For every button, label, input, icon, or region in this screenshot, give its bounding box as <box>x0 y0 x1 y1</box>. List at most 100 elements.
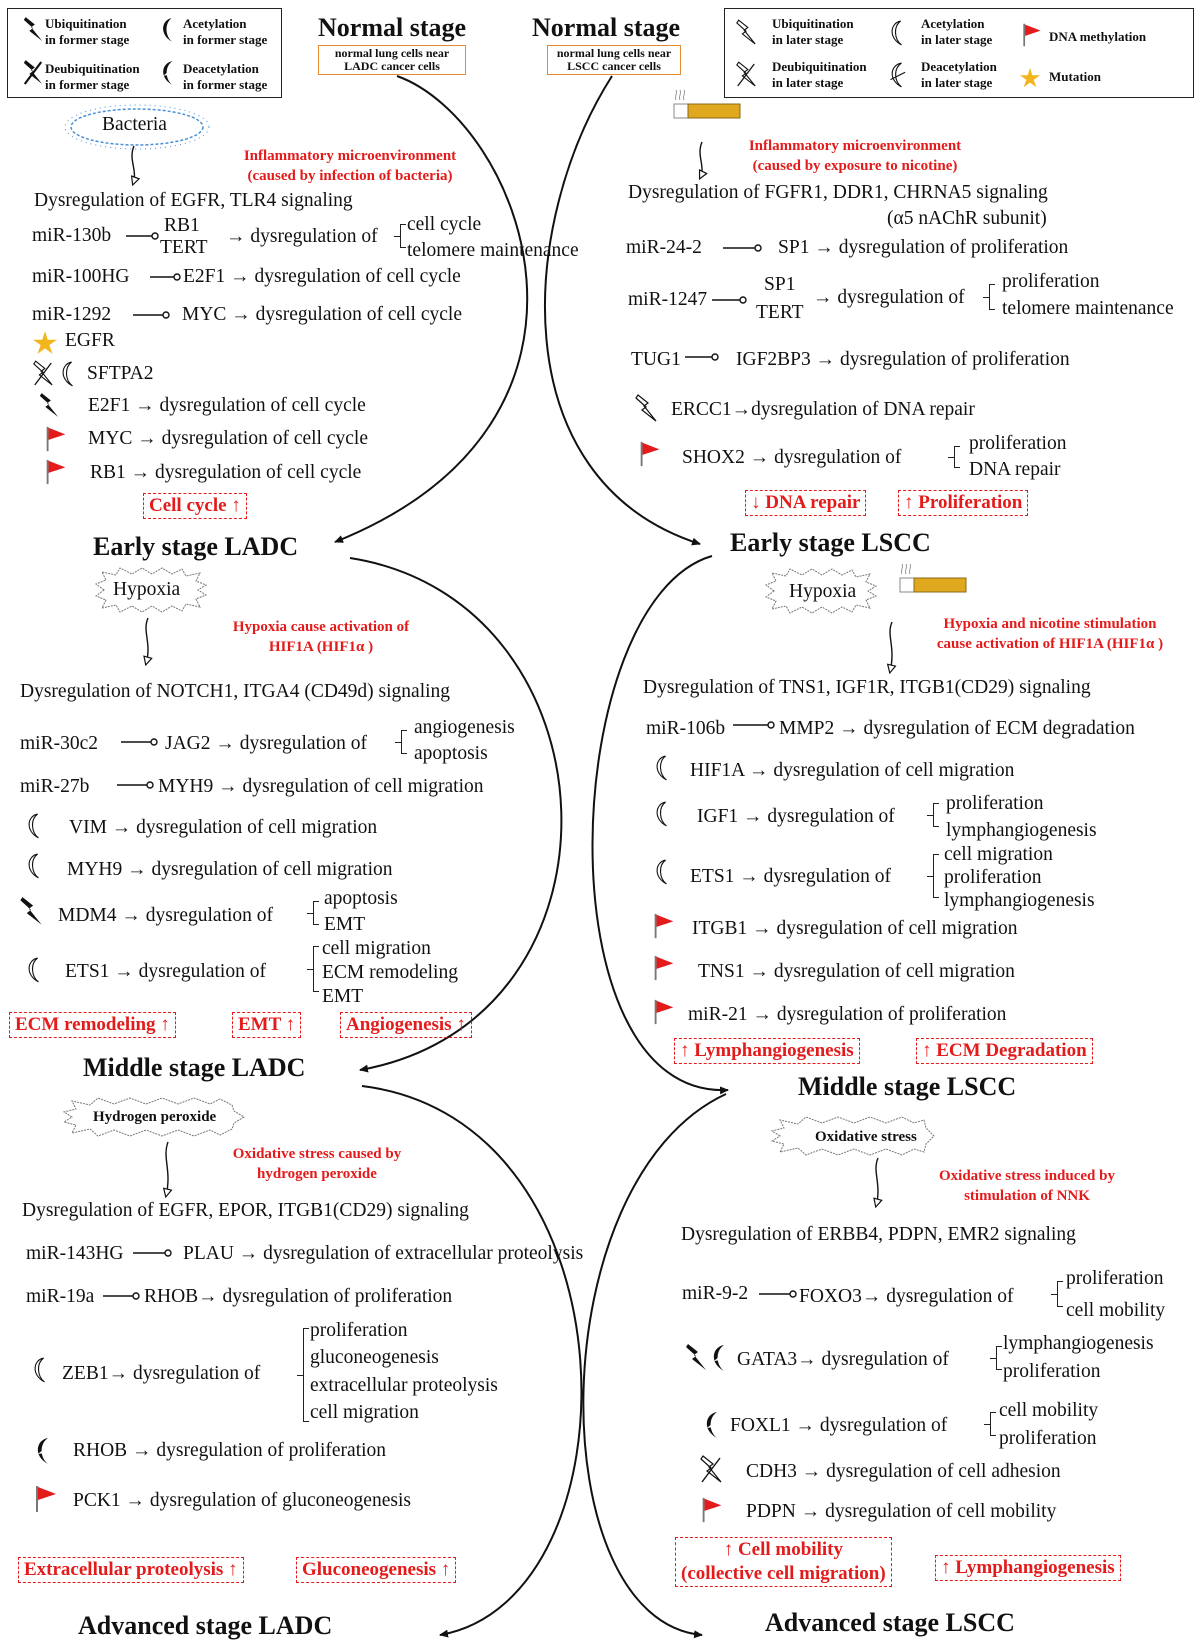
legend-label: in former stage <box>45 32 130 47</box>
q2-mir1247: miR-1247 <box>628 289 708 310</box>
q3-mdm4-a: apoptosis <box>324 888 398 909</box>
deacetylation-icon <box>706 1343 730 1373</box>
methylation-flag-icon <box>652 998 676 1026</box>
legend-label: Deubiquitination <box>45 61 140 76</box>
brace-nub <box>990 1358 996 1359</box>
q4-igf1-b: lymphangiogenesis <box>946 820 1097 841</box>
q6-foxl1-b: proliferation <box>999 1428 1097 1449</box>
brace-nub <box>984 1424 990 1425</box>
q2-tert: TERT <box>756 302 804 323</box>
methylation-flag-icon <box>652 954 676 982</box>
q3-angiogenesis: angiogenesis <box>414 717 515 738</box>
cell-label: LSCC cancer cells <box>567 59 661 73</box>
q4-signaling: Dysregulation of TNS1, IGF1R, ITGB1(CD29… <box>643 677 1091 698</box>
q6-foxo3-a: proliferation <box>1066 1268 1164 1289</box>
q3-mdm4-e: EMT <box>324 914 366 935</box>
ubiquitination-icon <box>18 896 44 928</box>
methylation-flag-icon <box>652 912 676 940</box>
q3-vim: VIM → dysregulation of cell migration <box>69 817 378 838</box>
note-line: cause activation of HIF1A (HIF1α ) <box>936 636 1164 652</box>
q4-tns1: TNS1 → dysregulation of cell migration <box>698 961 1015 982</box>
note-h2o2: Oxidative stress caused by hydrogen pero… <box>214 1144 420 1184</box>
brace-nub <box>1051 1294 1057 1295</box>
arrow-bacteria-down <box>132 145 134 184</box>
q1-sftpa2: SFTPA2 <box>87 363 154 384</box>
q6-signaling: Dysregulation of ERBB4, PDPN, EMR2 signa… <box>681 1224 1076 1245</box>
q4-igf1: IGF1 → dysregulation of <box>697 806 895 827</box>
hydrogen-peroxide-burst-icon <box>62 1097 245 1137</box>
note-hypoxia-right: Hypoxia and nicotine stimulation cause a… <box>910 614 1190 654</box>
legend-label: in later stage <box>772 75 844 90</box>
brace-nub <box>395 742 401 743</box>
q3-ets1-a: cell migration <box>322 938 431 959</box>
hypoxia-burst-icon <box>94 567 208 613</box>
q2-sp1: SP1 <box>764 274 796 295</box>
outcome-emt: EMT ↑ <box>232 1012 302 1038</box>
brace <box>1057 1281 1063 1307</box>
brace <box>933 803 939 827</box>
q1-mir1292-target: MYC → dysregulation of cell cycle <box>182 304 462 325</box>
legend-label: Deubiquitination <box>772 59 867 74</box>
mutation-star-icon <box>32 330 58 356</box>
note-line: Hypoxia and nicotine stimulation <box>943 616 1157 632</box>
hydrogen-peroxide-label: Hydrogen peroxide <box>93 1109 217 1125</box>
cigarette-icon <box>672 88 742 128</box>
q6-foxl1: FOXL1 → dysregulation of <box>730 1415 948 1436</box>
q1-cell-cycle: cell cycle <box>407 214 482 235</box>
acetylation-later-icon <box>885 19 907 47</box>
q3-ets1-c: EMT <box>322 986 364 1007</box>
advanced-stage-lscc: Advanced stage LSCC <box>765 1608 1015 1637</box>
methylation-flag-icon <box>700 1496 724 1524</box>
q6-gata3: GATA3→ dysregulation of <box>737 1349 949 1370</box>
outcome-line: (collective cell migration) <box>681 1563 886 1584</box>
brace <box>313 901 319 925</box>
note-line: Inflammatory microenvironment <box>243 148 457 164</box>
normal-cells-lscc-box: normal lung cells near LSCC cancer cells <box>547 45 681 75</box>
q3-apoptosis: apoptosis <box>414 743 488 764</box>
ubiquitination-icon <box>684 1343 708 1373</box>
q2-signaling-sub: (α5 nAChR subunit) <box>887 208 1047 229</box>
early-stage-ladc: Early stage LADC <box>93 532 299 561</box>
outcome-line: ↑ Cell mobility <box>723 1539 843 1560</box>
brace-nub <box>307 969 313 970</box>
outcome-gluconeogenesis: Gluconeogenesis ↑ <box>296 1557 457 1583</box>
acetylation-later-icon <box>650 858 672 886</box>
deacetylation-later-icon <box>885 61 907 89</box>
legend-label: in former stage <box>45 77 130 92</box>
legend-label: in former stage <box>183 32 268 47</box>
q4-hif1a: HIF1A → dysregulation of cell migration <box>690 760 1015 781</box>
legend-label: Deacetylation <box>921 59 997 74</box>
q5-pck1: PCK1 → dysregulation of gluconeogenesis <box>73 1490 411 1511</box>
arrow-oxidative-down <box>876 1157 878 1206</box>
note-line: stimulation of NNK <box>964 1188 1090 1204</box>
deubiquitination-icon <box>22 59 44 87</box>
normal-stage-left-title: Normal stage <box>318 13 467 42</box>
q1-e2f1: E2F1 → dysregulation of cell cycle <box>88 395 366 416</box>
cigarette-icon <box>898 562 968 602</box>
brace <box>400 224 406 248</box>
legend-label: Acetylation <box>921 16 985 31</box>
q4-ets1-c: lymphangiogenesis <box>944 890 1095 911</box>
q1-rb1-line: RB1 → dysregulation of cell cycle <box>90 462 362 483</box>
q6-pdpn: PDPN → dysregulation of cell mobility <box>746 1501 1057 1522</box>
methylation-flag-icon <box>638 440 662 468</box>
mutation-star-icon <box>1019 67 1041 89</box>
q3-signaling: Dysregulation of NOTCH1, ITGA4 (CD49d) s… <box>20 681 451 702</box>
q3-jag2: JAG2 → dysregulation of <box>165 733 368 754</box>
q2-shox2-d: DNA repair <box>969 459 1061 480</box>
q1-tert: TERT <box>160 237 208 258</box>
note-line: hydrogen peroxide <box>257 1166 377 1182</box>
q2-tug1-target: IGF2BP3 → dysregulation of proliferation <box>736 349 1070 370</box>
hypoxia-burst-icon <box>764 568 878 614</box>
q5-mir143hg: miR-143HG <box>26 1243 124 1264</box>
q5-zeb1-c: extracellular proteolysis <box>310 1375 498 1396</box>
q4-mir106b: miR-106b <box>646 718 726 739</box>
normal-cells-ladc-box: normal lung cells near LADC cancer cells <box>318 45 466 75</box>
outcome-dna-repair: ↓ DNA repair <box>745 490 867 516</box>
brace <box>401 730 407 754</box>
q3-myh9: MYH9 → dysregulation of cell migration <box>67 859 393 880</box>
legend-former-stage: Ubiquitination in former stage Acetylati… <box>7 8 282 98</box>
q5-zeb1-a: proliferation <box>310 1320 408 1341</box>
ubiquitination-icon <box>38 392 60 420</box>
advanced-stage-ladc: Advanced stage LADC <box>78 1611 333 1640</box>
